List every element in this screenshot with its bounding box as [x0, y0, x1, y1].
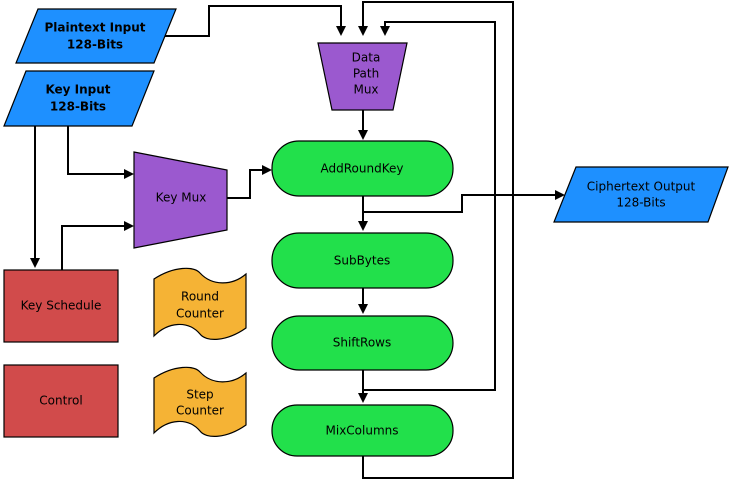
- wire-shiftrows-feedback: [363, 21, 496, 391]
- step-counter-shape: [153, 366, 247, 437]
- shift-rows-shape: [271, 315, 454, 371]
- step-counter-line1: Step: [186, 388, 213, 402]
- round-counter-line1: Round: [181, 290, 219, 304]
- plaintext-input-title: Plaintext Input: [44, 21, 145, 35]
- key-schedule-node: Key Schedule: [3, 269, 119, 343]
- key-mux-shape: [133, 151, 228, 249]
- ciphertext-output-width: 128-Bits: [616, 196, 665, 210]
- add-round-key-shape: [271, 140, 454, 197]
- key-input-title: Key Input: [45, 83, 110, 97]
- key-mux-label: Key Mux: [156, 191, 207, 205]
- wire-keyinput-to-keymux: [67, 126, 134, 179]
- ciphertext-output-title: Ciphertext Output: [587, 180, 696, 194]
- key-schedule-label: Key Schedule: [21, 299, 102, 313]
- step-counter-line2: Counter: [176, 404, 224, 418]
- key-mux-node: Key Mux: [133, 151, 228, 249]
- mix-columns-label: MixColumns: [326, 424, 399, 438]
- wire-to-ciphertext-output: [363, 190, 565, 213]
- control-label: Control: [39, 394, 82, 408]
- plaintext-input-node: Plaintext Input 128-Bits: [15, 8, 177, 64]
- key-schedule-shape: [3, 269, 119, 343]
- round-counter-shape: [153, 267, 247, 340]
- sub-bytes-node: SubBytes: [271, 232, 454, 289]
- plaintext-input-width: 128-Bits: [67, 38, 123, 52]
- shift-rows-label: ShiftRows: [333, 336, 391, 350]
- add-round-key-node: AddRoundKey: [271, 140, 454, 197]
- mix-columns-node: MixColumns: [271, 404, 454, 457]
- wire-plaintext-to-datamux: [163, 5, 346, 37]
- step-counter-node: Step Counter: [153, 366, 247, 437]
- ciphertext-output-node: Ciphertext Output 128-Bits: [553, 166, 729, 223]
- wire-keyschedule-to-keymux: [61, 221, 134, 270]
- data-path-mux-line1: Data: [352, 51, 381, 65]
- shift-rows-node: ShiftRows: [271, 315, 454, 371]
- key-input-shape: [3, 70, 155, 127]
- ciphertext-output-shape: [553, 166, 729, 223]
- key-input-width: 128-Bits: [50, 100, 106, 114]
- add-round-key-label: AddRoundKey: [321, 162, 404, 176]
- wire-keymux-to-addroundkey: [227, 165, 272, 199]
- sub-bytes-shape: [271, 232, 454, 289]
- wire-mixcolumns-feedback: [358, 1, 514, 479]
- data-path-mux-line3: Mux: [353, 83, 378, 97]
- data-path-mux-line2: Path: [353, 67, 379, 81]
- mix-columns-shape: [271, 404, 454, 457]
- key-input-node: Key Input 128-Bits: [3, 70, 155, 127]
- control-node: Control: [3, 364, 119, 438]
- data-path-mux-node: Data Path Mux: [317, 42, 408, 111]
- sub-bytes-label: SubBytes: [334, 254, 391, 268]
- control-shape: [3, 364, 119, 438]
- data-path-mux-shape: [317, 42, 408, 111]
- plaintext-input-shape: [15, 8, 177, 64]
- round-counter-node: Round Counter: [153, 267, 247, 340]
- wires: [30, 1, 565, 479]
- round-counter-line2: Counter: [176, 307, 224, 321]
